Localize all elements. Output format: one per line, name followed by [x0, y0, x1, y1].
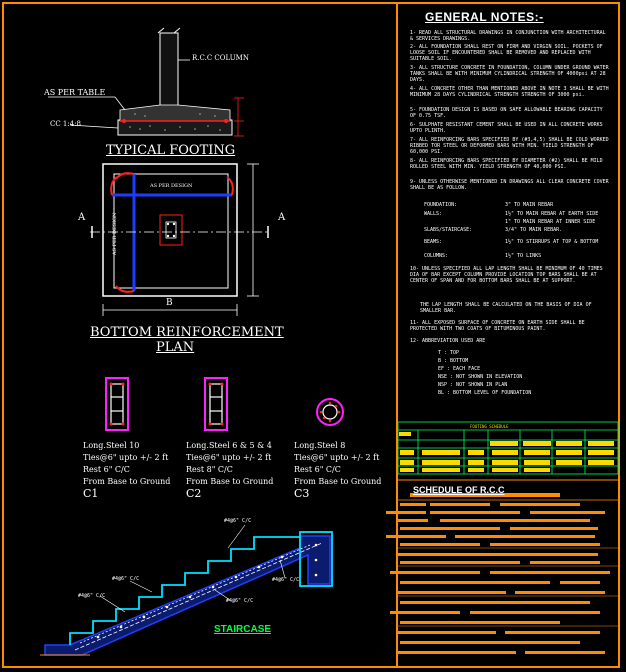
typical-footing-section — [48, 27, 244, 137]
note-3: 3- ALL STRUCTURE CONCRETE IN FOUNDATION,… — [410, 65, 609, 83]
staircase-section — [40, 524, 333, 656]
footing-schedule-title: FOOTING SCHEDULE — [470, 424, 509, 429]
note-6: 6- SULPHATE RESISTANT CEMENT SHALL BE US… — [410, 122, 603, 134]
column-label: R.C.C COLUMN — [192, 54, 249, 62]
cover-key-6: COLUMNS: — [424, 253, 449, 259]
cover-val-5: 1½" TO STIRRUPS AT TOP & BOTTOM — [505, 239, 599, 245]
section-mark-right: A — [278, 212, 286, 223]
as-per-table-label: AS PER TABLE — [44, 88, 106, 97]
drawing-frame — [2, 2, 620, 668]
sheet-divider — [396, 2, 398, 668]
cover-key-4: SLABS/STAIRCASE: — [424, 227, 473, 233]
column-id-c2: C2 — [186, 487, 202, 500]
plan-dim-label: B — [166, 298, 173, 308]
cover-val-4: 3/4" TO MAIN REBAR. — [505, 227, 563, 233]
column-id-c3: C3 — [294, 487, 310, 500]
section-mark-left: A — [78, 212, 86, 223]
abbrev-3: EF : EACH FACE — [438, 366, 481, 372]
rcc-schedule-title: SCHEDULE OF R.C.C — [413, 485, 505, 495]
cover-val-3: 1" TO MAIN REBAR AT INNER SIDE — [505, 219, 596, 225]
plan-title-line1: BOTTOM REINFORCEMENT — [90, 325, 284, 340]
note-10: 10- UNLESS SPECIFIED ALL LAP LENGTH SHAL… — [410, 266, 603, 284]
abbrev-2: B : BOTTOM — [438, 358, 469, 364]
plan-title-line2: PLAN — [156, 340, 195, 355]
cover-val-1: 3" TO MAIN REBAR — [505, 202, 554, 208]
note-12: 12- ABBREVIATION USED ARE — [410, 338, 486, 344]
abbrev-6: BL : BOTTOM LEVEL OF FOUNDATION — [438, 390, 532, 396]
note-9: 9- UNLESS OTHERWISE MENTIONED IN DRAWING… — [410, 179, 609, 191]
cover-val-2: 1½" TO MAIN REBAR AT EARTH SIDE — [505, 211, 599, 217]
cc-label: CC 1:4:8 — [50, 120, 82, 128]
footing-schedule-table — [397, 421, 619, 475]
note-5: 5- FOUNDATION DESIGN IS BASED ON SAFE AL… — [410, 107, 603, 119]
bottom-reinforcement-plan — [90, 163, 270, 316]
stair-label-4: #4@6" C/C — [226, 598, 254, 604]
abbrev-4: NSE : NOT SHOWN IN ELEVATION — [438, 374, 523, 380]
abbrev-1: T : TOP — [438, 350, 460, 356]
bar-label-vertical: AS PER DESIGN — [112, 212, 118, 255]
rcc-schedule-table — [386, 479, 618, 654]
column-section-c1 — [105, 377, 129, 431]
cover-key-1: FOUNDATION: — [424, 202, 458, 208]
stair-label-1: #4@6" C/C — [224, 518, 252, 524]
cover-key-2: WALLS: — [424, 211, 443, 217]
cover-key-5: BEAMS: — [424, 239, 443, 245]
note-1: 1- READ ALL STRUCTURAL DRAWINGS IN CONJU… — [410, 30, 606, 42]
abbrev-5: NSP : NOT SHOWN IN PLAN — [438, 382, 508, 388]
column-section-c3 — [316, 398, 344, 426]
note-2: 2- ALL FOUNDATION SHALL REST ON FIRM AND… — [410, 44, 603, 62]
column-id-c1: C1 — [83, 487, 99, 500]
stair-label-2: #4@6" C/C — [112, 576, 140, 582]
column-section-c2 — [204, 377, 228, 431]
cover-val-6: 1½" TO LINKS — [505, 253, 542, 259]
note-4: 4- ALL CONCRETE OTHER THAN MENTIONED ABO… — [410, 86, 609, 98]
typical-footing-title: TYPICAL FOOTING — [106, 143, 236, 158]
note-7: 7- ALL REINFORCING BARS SPECIFIED BY (#3… — [410, 137, 609, 155]
staircase-title: STAIRCASE — [214, 624, 272, 635]
note-11: 11- ALL EXPOSED SURFACE OF CONCRETE ON E… — [410, 320, 585, 332]
bar-label-horizontal: AS PER DESIGN — [150, 183, 193, 189]
stair-label-3: #4@6" C/C — [78, 593, 106, 599]
stair-label-5: #4@6" C/C — [272, 577, 300, 583]
note-10-lap: THE LAP LENGTH SHALL BE CALCULATED ON TH… — [420, 302, 592, 314]
general-notes-title: GENERAL NOTES:- — [425, 10, 544, 24]
note-8: 8- ALL REINFORCING BARS SPECIFIED BY DIA… — [410, 158, 603, 170]
